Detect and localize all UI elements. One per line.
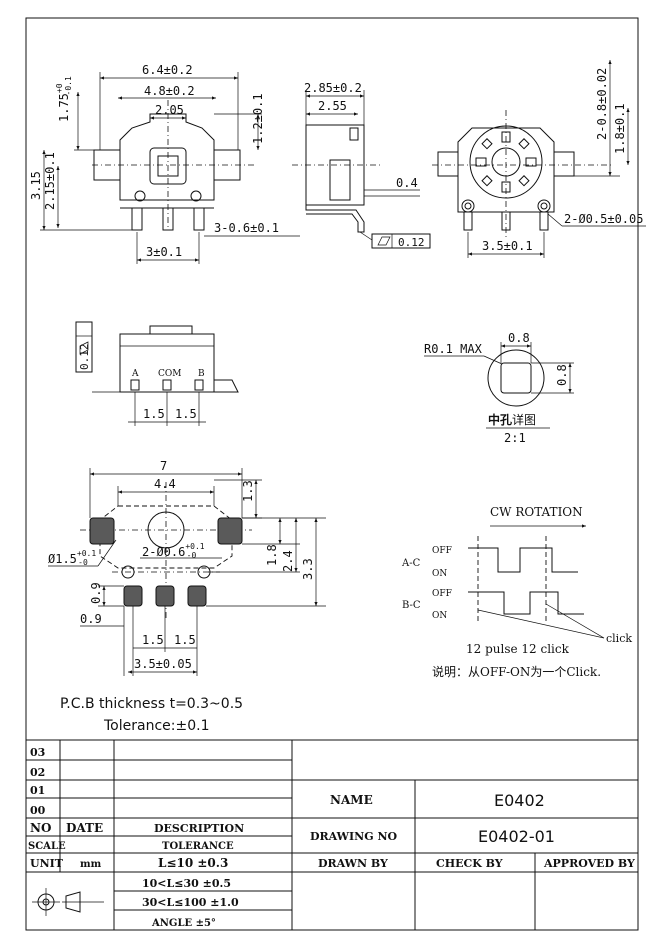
rear-dim-pitch: 3.5±0.1 bbox=[482, 239, 533, 253]
center-hole-detail: 0.8 R0.1 MAX 0.8 中孔详图 2:1 bbox=[424, 331, 574, 445]
unit-value: mm bbox=[80, 859, 102, 870]
front-dim-pitch: 3±0.1 bbox=[146, 245, 182, 259]
name-value: E0402 bbox=[494, 791, 545, 810]
detail-dim-width: 0.8 bbox=[508, 331, 530, 345]
timing-off-1: OFF bbox=[432, 546, 452, 556]
unit-label: UNIT bbox=[30, 857, 64, 870]
side-view: 2.85±0.2 2.55 0.4 0.12 bbox=[292, 81, 431, 249]
timing-on-1: ON bbox=[432, 569, 447, 579]
head-description: DESCRIPTION bbox=[154, 822, 244, 835]
rev-02: 02 bbox=[30, 766, 45, 779]
front-dim-pins: 3-0.6±0.1 bbox=[214, 221, 279, 235]
timing-off-2: OFF bbox=[432, 589, 452, 599]
pcb-dim-0-9-h: 0.9 bbox=[80, 612, 102, 626]
bottom-label-b: B bbox=[198, 369, 205, 379]
pcb-dim-span: 3.5±0.05 bbox=[134, 657, 192, 671]
side-dim-body: 2.55 bbox=[318, 99, 347, 113]
detail-scale: 2:1 bbox=[504, 431, 526, 445]
rev-00: 00 bbox=[30, 804, 46, 817]
bottom-dim-pitch-1: 1.5 bbox=[143, 407, 165, 421]
front-dim-width: 6.4±0.2 bbox=[142, 63, 193, 77]
timing-note: 说明：从OFF-ON为一个Click. bbox=[432, 664, 601, 679]
timing-label-ac: A-C bbox=[401, 558, 421, 569]
front-dim-height: 1.2±0.1 bbox=[251, 93, 265, 144]
pcb-tolerance-note: Tolerance:±0.1 bbox=[103, 718, 209, 734]
name-label: NAME bbox=[330, 793, 373, 807]
pcb-dim-pitch-2: 1.5 bbox=[174, 633, 196, 647]
drawn-by-label: DRAWN BY bbox=[318, 857, 388, 870]
pcb-dim-0-9-v: 0.9 bbox=[89, 582, 103, 604]
tol-row-3: 30<L≤100 ±1.0 bbox=[142, 896, 239, 909]
rear-dim-slot: 2-0.8±0.02 bbox=[595, 68, 609, 140]
detail-caption: 中孔详图 bbox=[488, 412, 536, 427]
bottom-view: 0.12 A COM B 1.5 1.5 bbox=[75, 321, 239, 426]
rear-dim-center: 1.8±0.1 bbox=[613, 103, 627, 154]
pcb-thickness-note: P.C.B thickness t=0.3~0.5 bbox=[60, 696, 243, 712]
front-dim-body: 4.8±0.2 bbox=[144, 84, 195, 98]
timing-on-2: ON bbox=[432, 611, 447, 621]
pcb-dim-3-3: 3.3 bbox=[301, 558, 315, 580]
rear-view: 2-0.8±0.02 1.8±0.1 2-Ø0.5±0.05 3.5±0.1 bbox=[432, 60, 646, 258]
detail-dim-height: 0.8 bbox=[555, 364, 569, 386]
pcb-dim-width: 7 bbox=[160, 459, 167, 473]
tol-row-1: L≤10 ±0.3 bbox=[158, 856, 228, 870]
pcb-hole-small: 2-Ø0.6+0.1-0 bbox=[142, 542, 205, 560]
side-flatness: 0.12 bbox=[398, 236, 425, 249]
side-dim-depth: 2.85±0.2 bbox=[304, 81, 362, 95]
head-date: DATE bbox=[66, 821, 103, 835]
head-no: NO bbox=[30, 821, 51, 835]
front-dim-pin: 2.15±0.1 bbox=[43, 152, 57, 210]
tol-row-4: ANGLE ±5° bbox=[151, 918, 216, 929]
rear-detent-ring bbox=[475, 131, 537, 193]
projection-symbol-icon bbox=[32, 888, 104, 916]
approved-by-label: APPROVED BY bbox=[543, 857, 635, 870]
bottom-label-a: A bbox=[131, 369, 139, 379]
pcb-dim-2-4: 2.4 bbox=[281, 550, 295, 572]
drawing-no-value: E0402-01 bbox=[478, 827, 555, 846]
title-block: 03 02 01 00 NO DATE DESCRIPTION SCALE TO… bbox=[26, 739, 638, 930]
tolerance-label: TOLERANCE bbox=[162, 841, 234, 852]
drawing-no-label: DRAWING NO bbox=[310, 830, 397, 843]
pcb-dim-1-8: 1.8 bbox=[265, 544, 279, 566]
bottom-label-com: COM bbox=[158, 369, 181, 379]
front-view: 6.4±0.2 4.8±0.2 2.05 1.2±0.1 1.75+0-0.1 … bbox=[29, 63, 300, 264]
front-dim-knob: 2.05 bbox=[155, 103, 184, 117]
front-dim-depth: 3.15 bbox=[29, 171, 43, 200]
timing-label-bc: B-C bbox=[402, 600, 421, 611]
pcb-layout-view: 7 4.4 1.3 1.8 2.4 3.3 Ø1.5+0.1-0 2-Ø0.6+… bbox=[48, 459, 326, 734]
detail-dim-radius: R0.1 MAX bbox=[424, 342, 483, 356]
side-dim-offset: 0.4 bbox=[396, 176, 418, 190]
rear-dim-holes: 2-Ø0.5±0.05 bbox=[564, 212, 643, 226]
timing-pulse: 12 pulse 12 click bbox=[466, 642, 570, 656]
pcb-hole-large: Ø1.5+0.1-0 bbox=[48, 549, 96, 567]
sheet-border bbox=[25, 17, 639, 931]
scale-label: SCALE bbox=[28, 841, 66, 852]
pcb-dim-pitch-1: 1.5 bbox=[142, 633, 164, 647]
timing-click: click bbox=[606, 632, 632, 645]
timing-diagram: CW ROTATION A-C OFF ON B-C OFF ON click … bbox=[401, 505, 632, 679]
check-by-label: CHECK BY bbox=[436, 857, 503, 870]
bottom-dim-pitch-2: 1.5 bbox=[175, 407, 197, 421]
timing-title: CW ROTATION bbox=[490, 505, 583, 519]
pcb-dim-inner: 4.4 bbox=[154, 477, 176, 491]
bottom-flatness: 0.12 bbox=[78, 344, 91, 371]
tol-row-2: 10<L≤30 ±0.5 bbox=[142, 877, 231, 890]
pcb-dim-pad-offset: 1.3 bbox=[241, 480, 255, 502]
rev-03: 03 bbox=[30, 746, 45, 759]
rev-01: 01 bbox=[30, 784, 45, 797]
front-dim-top: 1.75+0-0.1 bbox=[55, 76, 73, 122]
